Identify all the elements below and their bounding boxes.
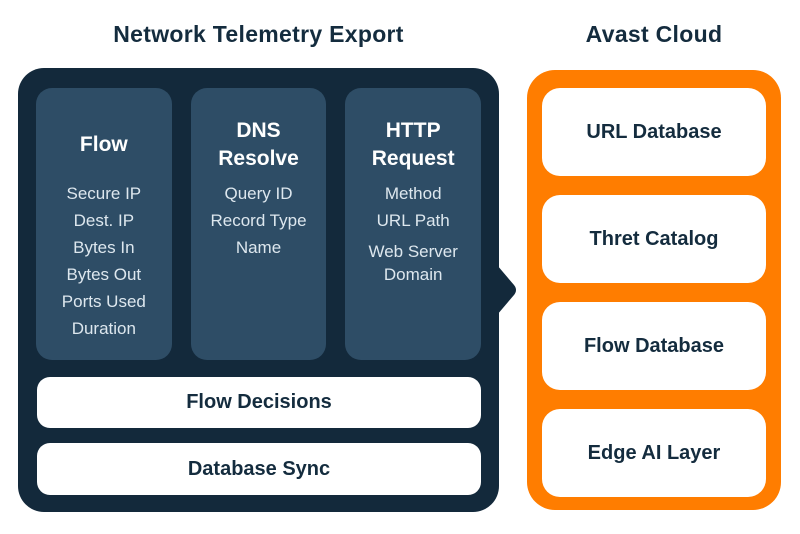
cloud-box-flow-database: Flow Database bbox=[542, 302, 766, 390]
cloud-box-label: Edge AI Layer bbox=[587, 441, 721, 464]
cloud-box-label: Thret Catalog bbox=[589, 227, 719, 250]
telemetry-section-title: Network Telemetry Export bbox=[113, 21, 404, 47]
flow-decisions-bar: Flow Decisions bbox=[37, 377, 481, 428]
column-flow: Flow Secure IP Dest. IP Bytes In Bytes O… bbox=[36, 88, 172, 360]
database-sync-label: Database Sync bbox=[187, 457, 331, 480]
column-flow-title: Flow bbox=[79, 133, 128, 156]
cloud-box-edge-ai-layer: Edge AI Layer bbox=[542, 409, 766, 497]
cloud-box-label: Flow Database bbox=[583, 334, 725, 357]
column-flow-items: Secure IP Dest. IP Bytes In Bytes Out Po… bbox=[44, 180, 164, 342]
database-sync-bar: Database Sync bbox=[37, 443, 481, 495]
column-http-request-title: HTTP Request bbox=[371, 119, 455, 170]
column-item: Query ID bbox=[224, 184, 293, 203]
cloud-section-title: Avast Cloud bbox=[585, 21, 723, 47]
telemetry-columns: Flow Secure IP Dest. IP Bytes In Bytes O… bbox=[36, 88, 482, 360]
column-item: Ports Used bbox=[61, 292, 146, 311]
column-http-request: HTTP Request Method URL Path Web Server … bbox=[345, 88, 482, 360]
telemetry-panel: Flow Secure IP Dest. IP Bytes In Bytes O… bbox=[18, 68, 499, 512]
cloud-panel: URL Database Thret Catalog Flow Database… bbox=[527, 70, 781, 510]
column-item: Bytes In bbox=[73, 238, 135, 257]
column-dns-resolve: DNS Resolve Query ID Record Type Name bbox=[190, 88, 327, 360]
column-item: Web Server Domain bbox=[368, 242, 458, 284]
cloud-box-url-database: URL Database bbox=[542, 88, 766, 176]
column-dns-resolve-items: Query ID Record Type Name bbox=[199, 180, 319, 261]
column-item: Bytes Out bbox=[66, 265, 142, 284]
column-item: Record Type bbox=[210, 211, 307, 230]
column-item: Secure IP bbox=[66, 184, 142, 203]
column-item: URL Path bbox=[376, 211, 450, 230]
column-item: Duration bbox=[71, 319, 136, 338]
connector-arrow-icon bbox=[497, 265, 516, 315]
column-dns-resolve-title: DNS Resolve bbox=[218, 119, 299, 170]
column-item: Method bbox=[384, 184, 442, 203]
column-http-request-items: Method URL Path Web Server Domain bbox=[353, 180, 473, 286]
cloud-box-label: URL Database bbox=[586, 120, 722, 143]
column-item: Name bbox=[235, 238, 282, 257]
column-item: Dest. IP bbox=[73, 211, 135, 230]
cloud-box-thret-catalog: Thret Catalog bbox=[542, 195, 766, 283]
flow-decisions-label: Flow Decisions bbox=[186, 391, 332, 413]
